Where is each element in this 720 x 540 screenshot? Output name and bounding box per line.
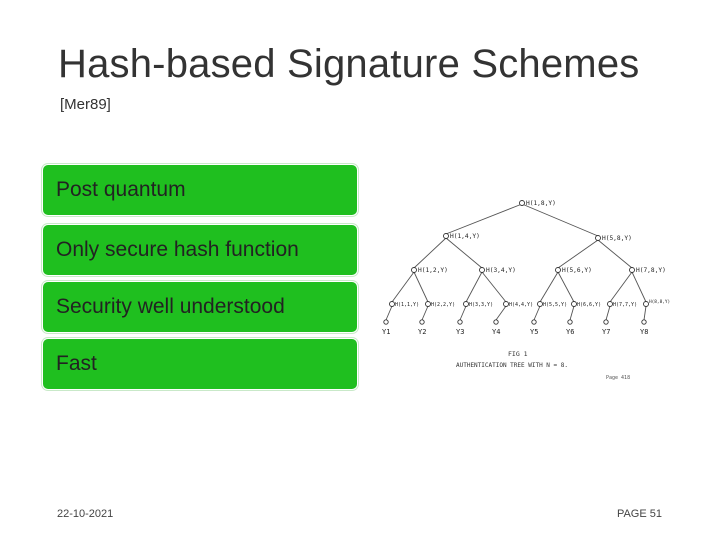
bullet-security-understood: Security well understood: [42, 281, 358, 333]
tree-node-l3-4: H(4,4,Y): [509, 302, 533, 308]
figure-page-note: Page 418: [606, 375, 630, 381]
tree-leaf-5: Y5: [530, 328, 538, 336]
tree-node-l2-d: H(7,8,Y): [636, 267, 666, 274]
tree-leaf-4: Y4: [492, 328, 500, 336]
tree-node-l3-7: H(7,7,Y): [613, 302, 637, 308]
tree-node-l3-2: H(2,2,Y): [431, 302, 455, 308]
tree-node-l2-b: H(3,4,Y): [486, 267, 516, 274]
tree-node-l3-6: H(6,6,Y): [577, 302, 601, 308]
tree-leaf-7: Y7: [602, 328, 610, 336]
slide-title: Hash-based Signature Schemes: [58, 42, 640, 86]
bullet-post-quantum: Post quantum: [42, 164, 358, 216]
bullet-secure-hash: Only secure hash function: [42, 224, 358, 276]
figure-caption: AUTHENTICATION TREE WITH N = 8.: [456, 362, 568, 369]
bullet-fast: Fast: [42, 338, 358, 390]
tree-leaf-8: Y8: [640, 328, 648, 336]
tree-node-l2-c: H(5,6,Y): [562, 267, 592, 274]
tree-node-root: H(1,8,Y): [526, 200, 556, 207]
page-number: PAGE 51: [616, 508, 662, 520]
tree-leaf-2: Y2: [418, 328, 426, 336]
figure-label: FIG 1: [508, 350, 528, 358]
merkle-tree-figure: H(1,8,Y) H(1,4,Y) H(5,8,Y) H(1,2,Y) H(3,…: [374, 186, 686, 392]
tree-node-l3-3: H(3,3,Y): [469, 302, 493, 308]
tree-leaf-3: Y3: [456, 328, 464, 336]
tree-node-l3-1: H(1,1,Y): [395, 302, 419, 308]
tree-leaf-6: Y6: [566, 328, 574, 336]
tree-node-l3-8: H(8,8,Y): [649, 299, 670, 305]
tree-leaf-1: Y1: [382, 328, 390, 336]
tree-node-l3-5: H(5,5,Y): [543, 302, 567, 308]
footer-date: 22-10-2021: [57, 508, 114, 520]
tree-node-l1-a: H(1,4,Y): [450, 233, 480, 240]
citation: [Mer89]: [60, 96, 111, 113]
tree-node-l1-b: H(5,8,Y): [602, 235, 632, 242]
tree-node-l2-a: H(1,2,Y): [418, 267, 448, 274]
